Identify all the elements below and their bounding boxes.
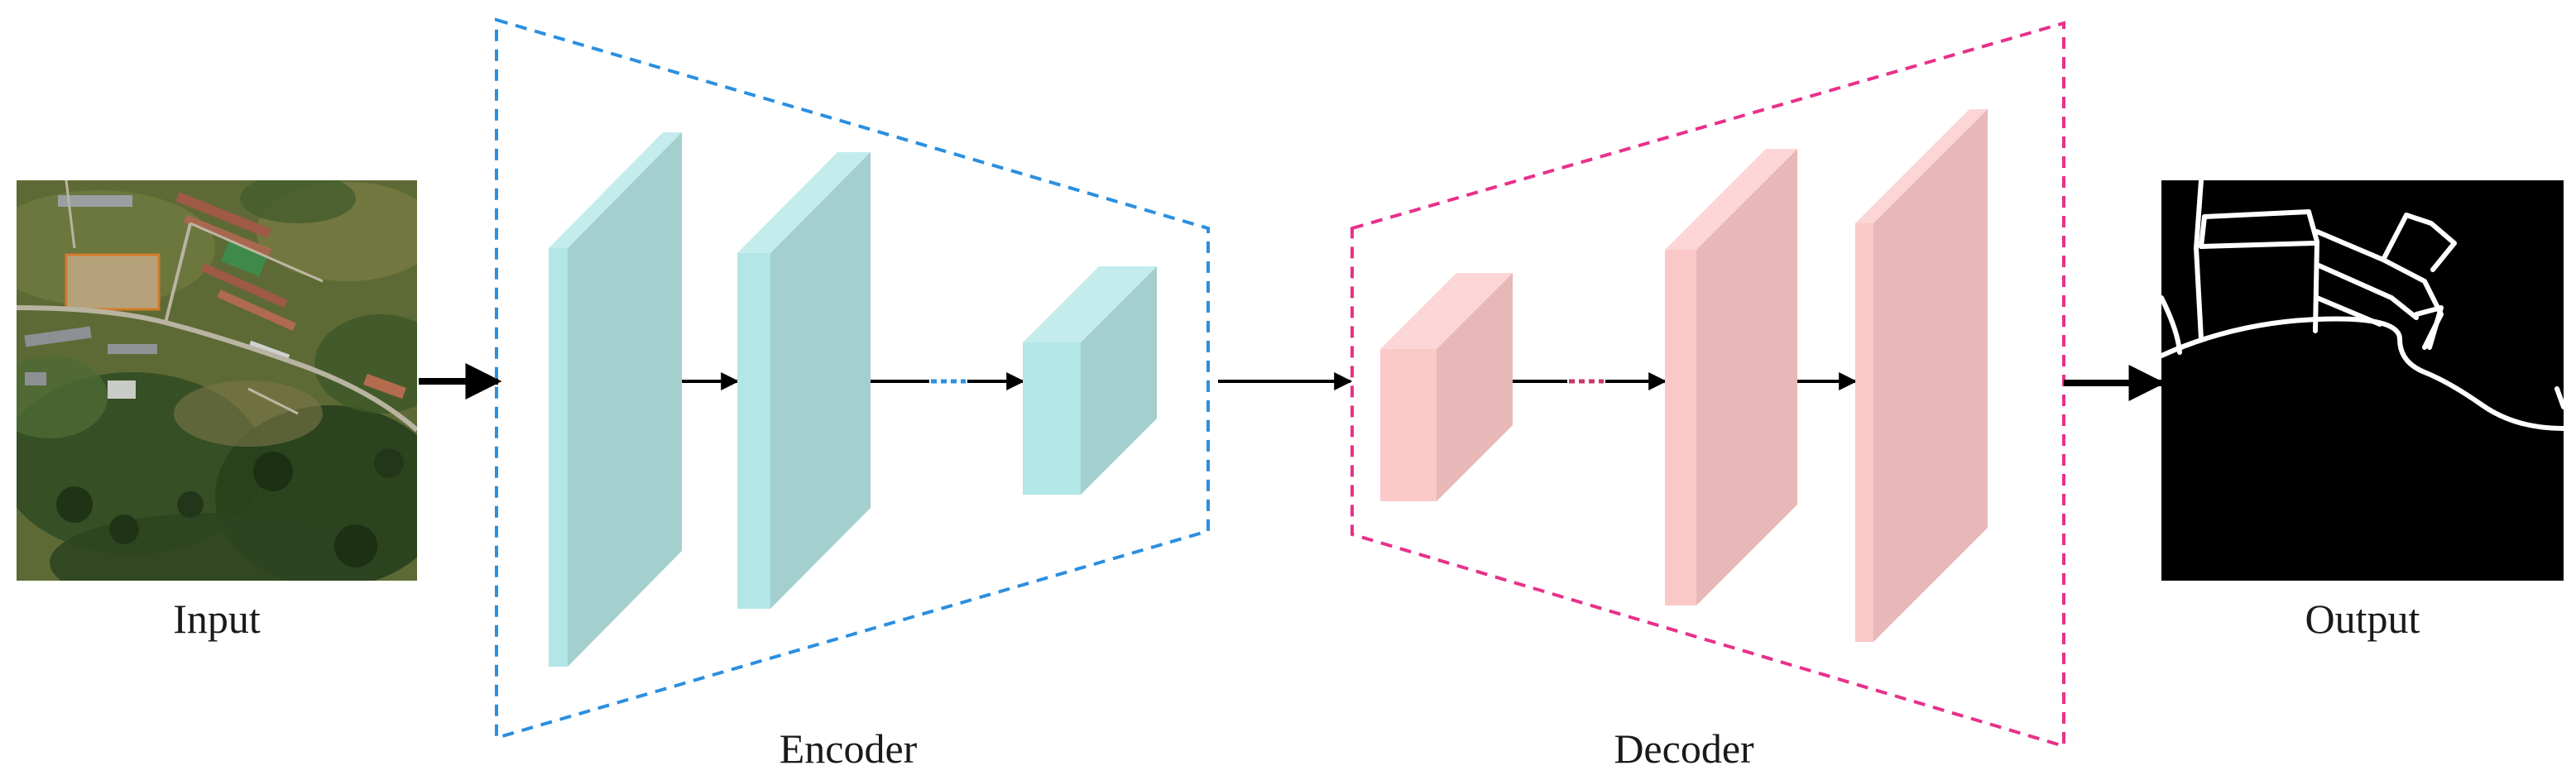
output-label: Output: [2305, 596, 2420, 642]
input-label: Input: [173, 596, 261, 642]
input-satellite-image: [17, 180, 417, 581]
encoder-block-3: [1023, 266, 1157, 495]
encoder-block-1: [549, 132, 682, 667]
decoder-block-2: [1665, 149, 1797, 605]
encoder-block-2: [737, 152, 871, 609]
decoder-label: Decoder: [1614, 725, 1754, 772]
decoder-outline: [1350, 21, 2065, 749]
encoder-label: Encoder: [780, 725, 918, 772]
decoder-block-1: [1380, 273, 1513, 501]
decoder-block-3: [1855, 109, 1988, 642]
output-road-mask: [2161, 180, 2564, 581]
